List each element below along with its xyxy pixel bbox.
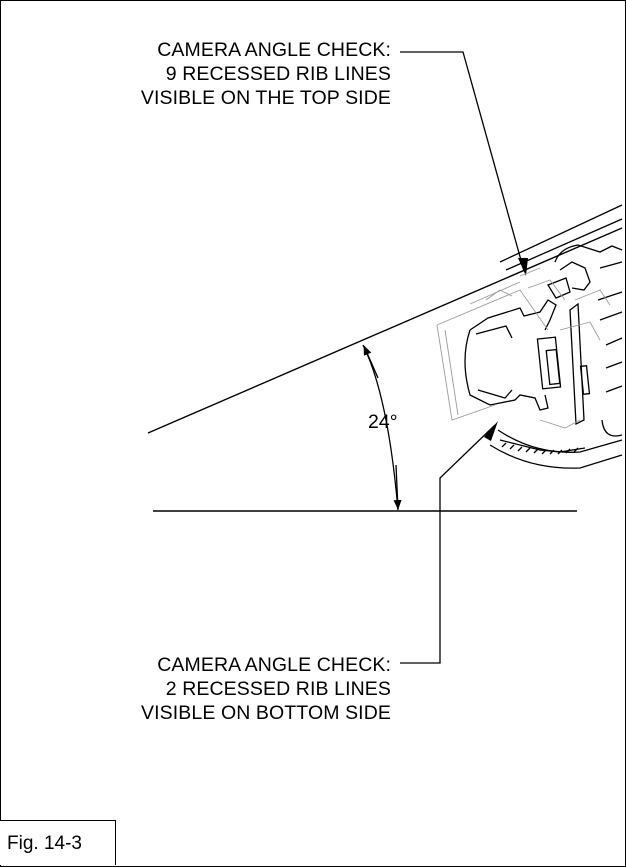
top-callout-line-3: VISIBLE ON THE TOP SIDE — [140, 87, 391, 109]
bottom-leader-line — [400, 424, 496, 664]
figure-number-label: Fig. 14-3 — [0, 820, 116, 865]
angle-dimension-label: 24° — [368, 411, 398, 433]
bottom-callout-line-1: CAMERA ANGLE CHECK: — [157, 654, 391, 676]
angle-arrow-upper — [363, 345, 379, 379]
top-callout-line-2: 9 RECESSED RIB LINES — [165, 63, 391, 85]
camera-housing-drawing — [464, 204, 623, 469]
camera-mount-outline — [436, 267, 611, 429]
top-callout-line-1: CAMERA ANGLE CHECK: — [157, 39, 391, 61]
camera-axis-line — [147, 227, 623, 434]
angle-arrow-lower — [393, 464, 402, 510]
bottom-leader-arrowhead — [484, 421, 498, 441]
top-leader-arrowhead — [518, 258, 528, 276]
top-leader-line — [400, 51, 525, 272]
top-callout-text: CAMERA ANGLE CHECK: 9 RECESSED RIB LINES… — [141, 38, 391, 110]
bottom-callout-text: CAMERA ANGLE CHECK: 2 RECESSED RIB LINES… — [141, 653, 391, 725]
bottom-callout-line-2: 2 RECESSED RIB LINES — [165, 678, 391, 700]
bottom-callout-line-3: VISIBLE ON BOTTOM SIDE — [141, 702, 391, 724]
